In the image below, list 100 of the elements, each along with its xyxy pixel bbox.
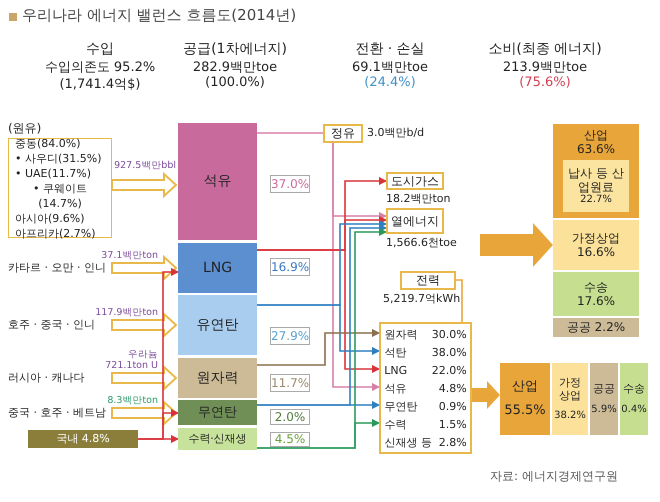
edge-label: 37.1백만ton [100,250,158,261]
column-heading: 수입의존도 95.2% [44,59,156,76]
bar-label: 55.5% [504,403,546,419]
origin-list-box [8,138,112,238]
bar-label: 산업 [584,128,608,142]
power-consumption-bar [590,363,618,435]
bar-label: 가정상업 [572,230,620,245]
column-heading: 전환 · 손실 [354,40,426,58]
conversion-label: 열에너지 [391,214,439,228]
mix-source: 석탄 [384,346,408,360]
column-heading: (1,741.4억$) [58,76,142,93]
bar-label: 0.4% [621,404,647,416]
supply-bar [178,243,257,293]
bar-label: 무연탄 [198,404,237,420]
mix-share: 22.0% [432,364,467,378]
mix-share: 30.0% [432,328,467,342]
arrow [257,329,380,366]
column-heading: 213.9백만toe [502,59,588,76]
supply-bar [178,358,257,398]
consumption-bar [553,272,639,316]
column-heading: 수입 [85,40,115,58]
consumption-bar [553,124,639,218]
supply-bar [178,123,257,240]
bar-label: 납사 등 산업원료 [567,166,625,194]
mix-share: 38.0% [432,346,467,360]
consumption-bar [553,318,639,337]
flow-arrow [111,312,178,338]
arrow [332,143,380,391]
bar-label: 16.6% [576,245,616,260]
conversion-label: 정유 [331,126,355,141]
flow-arrow [111,364,178,392]
country-label: 중국 · 호주 · 베트남 [8,406,106,420]
supply-bar [178,400,257,425]
mix-source: 석유 [384,382,408,396]
power-consumption-bar [500,363,550,435]
bar-label: 수송 [584,280,608,294]
origin-text: • 쿠웨이트(14.7%) [32,180,88,210]
bar-label: LNG [202,260,232,276]
column-heading: 공급(1차에너지) [182,40,288,58]
bar-label: 공공 [593,382,615,396]
edge-label: 우라늄 721.1ton U [104,349,158,371]
conversion-box [386,172,444,190]
arrow [138,435,178,443]
origin-text: • UAE(11.7%) [15,166,92,180]
bar-label: 수송 [623,382,645,396]
flow-arrow [111,172,178,198]
arrow [257,249,380,373]
diagram-title: 우리나라 에너지 밸런스 흐름도(2014년) [22,6,296,25]
bar-label: 63.6% [576,142,616,157]
source-note: 자료: 에너지경제연구원 [490,468,619,485]
mix-share: 1.5% [438,418,467,432]
share-tag: 2.0% [270,409,310,425]
country-label: 러시아 · 캐나다 [8,371,84,385]
mix-source: 원자력 [384,328,418,342]
quantity-label: 5,219.7억kWh [383,293,462,307]
bar-label: 국내 4.8% [56,432,110,446]
share-tag: 37.0% [270,175,310,193]
edge-label: 8.3백만ton [106,395,158,406]
supply-bar [178,428,257,450]
share-tag: 4.5% [270,432,310,447]
bar-label: 17.6% [576,294,616,308]
mix-source: 신재생 등 [384,436,432,450]
flow-arrow [111,254,178,282]
bar-label: 공공 2.2% [566,320,626,335]
column-heading: 69.1백만toe [351,59,429,76]
conversion-box [400,271,456,290]
bar-label: 38.2% [554,410,586,422]
share-tag: 27.9% [270,327,310,345]
conversion-box [323,124,363,143]
supply-bar [178,295,257,355]
column-heading: (24.4%) [363,75,417,90]
country-label: 호주 · 중국 · 인니 [8,318,95,332]
power-consumption-bar [552,363,588,435]
origin-text: 아시아(9.6%) [15,210,85,226]
column-heading: (100.0%) [204,75,266,90]
origin-text: 중동(84.0%) [15,136,81,150]
group-heading: (원유) [8,120,42,137]
conversion-label: 전력 [416,273,440,288]
arrow [257,401,380,409]
arrow [257,304,380,355]
mix-source: LNG [384,364,408,378]
quantity-label: 18.2백만ton [386,193,452,207]
connector-line [456,279,463,322]
conversion-box [386,208,444,234]
share-tag: 16.9% [270,258,310,276]
flow-arrow [472,381,500,409]
mix-source: 무연탄 [384,400,418,414]
flow-arrow [480,223,553,267]
quantity-label: 1,566.6천toe [386,237,458,251]
consumption-bar [553,220,639,270]
generation-mix-box [379,322,472,454]
bar-label: 유연탄 [196,316,238,334]
mix-source: 수력 [384,418,408,432]
connector-line [257,132,323,134]
power-consumption-bar [620,363,648,435]
quantity-label: 3.0백만b/d [367,127,426,141]
arrow [257,419,380,449]
share-tag: 11.7% [270,374,310,392]
column-heading: (75.6%) [518,75,572,90]
mix-share: 0.9% [438,400,467,414]
